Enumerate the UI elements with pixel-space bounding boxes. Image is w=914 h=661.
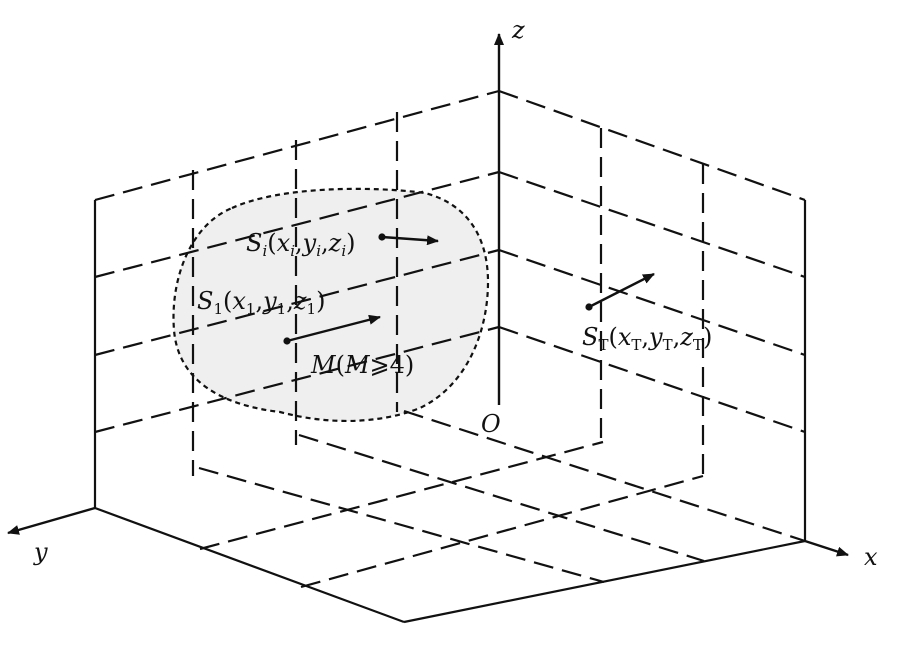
sensor-s1-label: S1(x1,y1,z1) — [197, 287, 325, 318]
axes — [7, 33, 849, 557]
st-x-sub: T — [631, 336, 641, 354]
y-axis-label: y — [33, 538, 48, 566]
s1-z-sub: 1 — [307, 300, 317, 318]
st-sub: T — [598, 336, 608, 354]
sensor-si-label: Si(xi,yi,zi) — [246, 229, 356, 260]
si-z-sub: i — [341, 242, 346, 260]
target-st-marker — [585, 272, 655, 311]
xz-plane-grid — [498, 89, 807, 541]
s1-close: ) — [316, 287, 325, 315]
sensor-s1-velocity-arrow — [286, 314, 381, 343]
region-condition: M — [344, 351, 371, 379]
y-axis — [7, 506, 96, 535]
si-open: ( — [267, 229, 276, 257]
x-axis — [804, 539, 849, 557]
si-y-sub: i — [316, 242, 321, 260]
st-y: y — [648, 323, 663, 351]
s1-y-sub: 1 — [277, 300, 287, 318]
s1-y: y — [262, 287, 277, 315]
s1-z: z — [293, 287, 307, 315]
st-open: ( — [608, 323, 617, 351]
si-sub: i — [262, 242, 267, 260]
s1-open: ( — [223, 287, 232, 315]
sensor-s1-marker — [283, 314, 381, 345]
st-name: S — [582, 323, 598, 351]
st-z-sub: T — [693, 336, 703, 354]
yz-plane-grid — [93, 89, 500, 508]
st-close: ) — [703, 323, 712, 351]
receiver-region — [172, 187, 490, 423]
region-open: ( — [336, 351, 345, 379]
si-x-sub: i — [290, 242, 295, 260]
si-x: x — [277, 229, 291, 257]
region-count-label: M(M⩾4) — [310, 351, 414, 379]
target-st-velocity-arrow — [588, 272, 655, 309]
si-z: z — [328, 229, 342, 257]
sensor-si-marker — [378, 233, 439, 246]
origin-label: O — [481, 410, 501, 438]
region-relation: ⩾4) — [370, 351, 415, 379]
si-close: ) — [346, 229, 355, 257]
sensor-si-velocity-arrow — [381, 235, 439, 246]
target-st-label: ST(xT,yT,zT) — [582, 323, 712, 354]
s1-name: S — [197, 287, 213, 315]
st-x: x — [618, 323, 632, 351]
si-name: S — [246, 229, 262, 257]
region-m: M — [310, 351, 337, 379]
s1-x: x — [232, 287, 246, 315]
xy-plane-grid — [94, 409, 806, 624]
s1-x-sub: 1 — [246, 300, 256, 318]
s1-sub: 1 — [213, 300, 223, 318]
st-y-sub: T — [663, 336, 673, 354]
st-z: z — [679, 323, 693, 351]
si-y: y — [302, 229, 317, 257]
z-axis-label: z — [511, 16, 525, 44]
x-axis-label: x — [864, 543, 878, 571]
